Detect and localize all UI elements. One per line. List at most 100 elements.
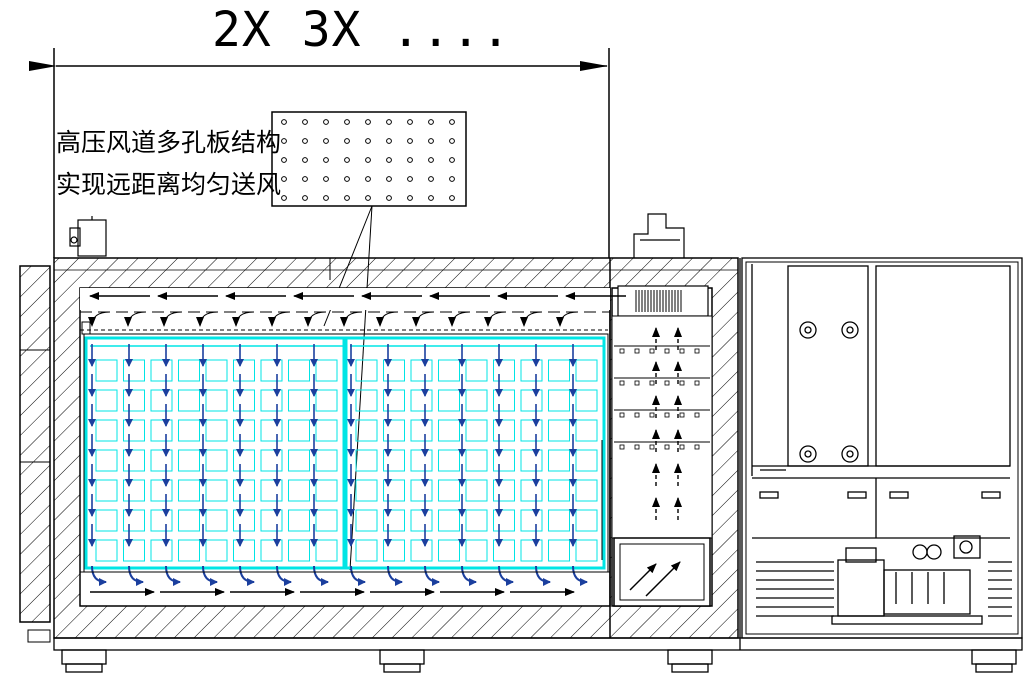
cargo-shelf-cell	[575, 449, 598, 472]
cargo-shelf-cell	[548, 509, 570, 532]
cargo-shelf-cell	[410, 419, 433, 442]
cargo-shelf-cell	[575, 539, 598, 562]
compressor	[831, 535, 983, 625]
cargo-shelf-cell	[123, 419, 145, 442]
fin-bolt	[679, 412, 685, 418]
cargo-shelf-cell	[465, 539, 488, 562]
cargo-shelf-cell	[383, 509, 405, 532]
perforation-hole	[428, 176, 434, 182]
airflow-arrow-swirl	[128, 565, 144, 586]
cargo-shelf-cell	[150, 419, 173, 442]
cargo-shelf-cell	[410, 479, 433, 502]
cargo-shelf-cell	[410, 359, 433, 382]
cargo-shelf-cell	[123, 509, 145, 532]
cargo-shelf-cell	[95, 539, 118, 562]
cargo-shelf-cell	[315, 359, 338, 382]
cargo-shelf-cell	[438, 509, 460, 532]
cargo-shelf-cell	[288, 509, 310, 532]
cargo-shelf-cell	[123, 539, 145, 562]
fin-bolt	[664, 444, 670, 450]
cargo-shelf-cell	[178, 539, 200, 562]
airflow-arrow-curl	[484, 311, 507, 327]
fin-bolt	[619, 348, 625, 354]
cargo-shelf-cell	[438, 449, 460, 472]
cargo-shelf-cell	[355, 359, 378, 382]
base-frame	[53, 258, 1023, 673]
airflow-arrow-swirl	[424, 565, 440, 586]
cargo-shelf-cell	[383, 449, 405, 472]
cargo-shelf-cell	[383, 479, 405, 502]
cargo-shelf-cell	[315, 479, 338, 502]
perforation-hole	[302, 138, 308, 144]
airflow-arrow-curl	[232, 311, 255, 327]
cargo-shelf-cell	[233, 419, 255, 442]
perforation-hole	[365, 119, 371, 125]
perforation-hole	[407, 157, 413, 163]
cargo-shelf-cell	[205, 449, 228, 472]
cargo-shelf-cell	[178, 389, 200, 412]
cargo-shelf-cell	[95, 509, 118, 532]
perforation-hole	[449, 176, 455, 182]
cargo-shelf-cell	[410, 539, 433, 562]
airflow-arrow-swirl	[461, 565, 477, 586]
callout-line-1: 高压风道多孔板结构	[56, 128, 282, 157]
cargo-shelf-cell	[123, 479, 145, 502]
cargo-shelf-cell	[548, 419, 570, 442]
perforation-hole	[386, 138, 392, 144]
perforation-hole	[386, 195, 392, 201]
cargo-shelf-cell	[260, 539, 283, 562]
cargo-shelf-cell	[150, 389, 173, 412]
perforation-hole	[281, 195, 287, 201]
cargo-shelf-cell	[233, 449, 255, 472]
fin-bolt	[694, 412, 700, 418]
airflow-arrow-curl	[412, 311, 435, 327]
cargo-shelf-cell	[288, 419, 310, 442]
airflow-arrow-curl	[88, 311, 111, 327]
perforation-hole	[344, 195, 350, 201]
cargo-shelf-cell	[575, 509, 598, 532]
cargo-shelf-cell	[465, 389, 488, 412]
cargo-shelf-cell	[205, 509, 228, 532]
perforation-hole	[407, 176, 413, 182]
cargo-hold	[80, 321, 610, 596]
top-air-duct	[80, 288, 626, 327]
cargo-shelf-cell	[288, 449, 310, 472]
cargo-shelf-cell	[260, 359, 283, 382]
cargo-shelf-cell	[438, 359, 460, 382]
perforation-hole	[365, 195, 371, 201]
perforation-hole	[428, 119, 434, 125]
perforation-hole	[386, 176, 392, 182]
fin-bolt	[679, 444, 685, 450]
cargo-shelf-cell	[438, 419, 460, 442]
cargo-shelf-cell	[548, 449, 570, 472]
cargo-shelf-cell	[150, 539, 173, 562]
airflow-arrow-swirl	[498, 565, 514, 586]
airflow-arrow-swirl	[239, 565, 255, 586]
airflow-arrow-swirl	[350, 565, 366, 586]
perforated-plate-detail	[271, 111, 467, 571]
airflow-arrow-swirl	[572, 565, 588, 586]
airflow-arrow-swirl	[91, 565, 107, 586]
cargo-shelf-cell	[260, 389, 283, 412]
perforation-hole	[449, 138, 455, 144]
cargo-shelf-cell	[465, 479, 488, 502]
cargo-shelf-cell	[150, 479, 173, 502]
fin-bolt	[634, 412, 640, 418]
fin-bolt	[649, 412, 655, 418]
cargo-shelf-cell	[355, 419, 378, 442]
cargo-shelf-cell	[520, 449, 543, 472]
cargo-shelf-cell	[575, 359, 598, 382]
cargo-shelf-cell	[410, 509, 433, 532]
cargo-shelf-cell	[95, 419, 118, 442]
perforation-hole	[428, 138, 434, 144]
container-door	[19, 265, 51, 643]
airflow-arrow-curl	[304, 311, 327, 327]
cargo-shelf-cell	[260, 479, 283, 502]
perforation-hole	[302, 195, 308, 201]
cargo-shelf-cell	[465, 449, 488, 472]
evaporator-fan-housing	[617, 213, 709, 317]
perforation-hole	[428, 195, 434, 201]
cargo-shelf-cell	[288, 479, 310, 502]
fin-bolt	[649, 444, 655, 450]
